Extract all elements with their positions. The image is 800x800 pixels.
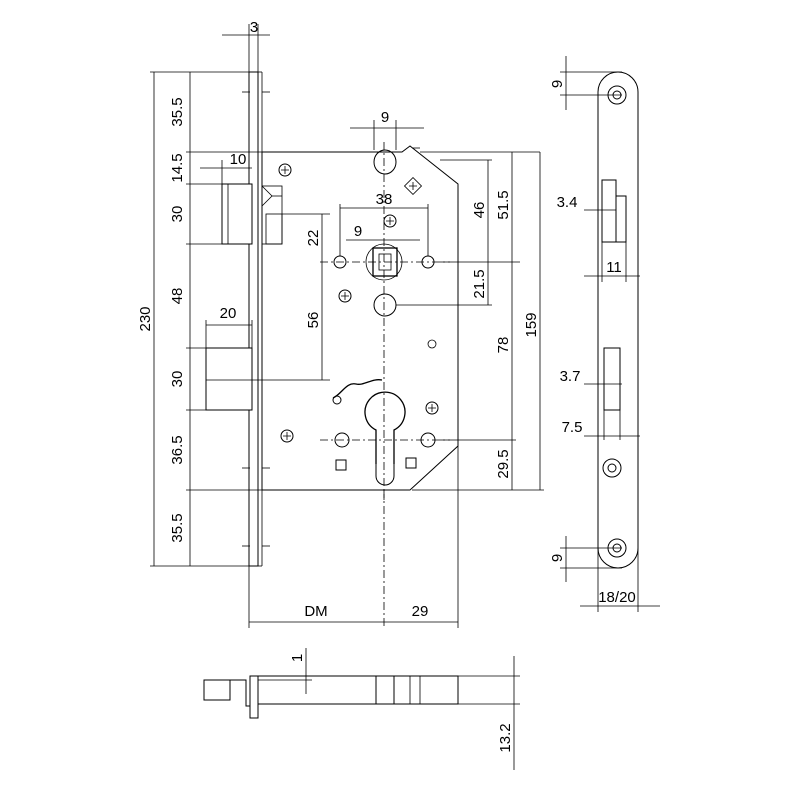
dim-3-7: 3.7 <box>560 368 581 385</box>
dim-35-5-bottom: 35.5 <box>169 513 186 542</box>
latch-bolt <box>221 183 253 245</box>
bottom-dimensions: 1 13.2 <box>258 648 520 770</box>
diamond-pin-icon <box>403 176 423 196</box>
dim-30-latch: 30 <box>169 206 186 223</box>
dead-bolt <box>205 347 253 411</box>
screw-icon <box>278 163 292 177</box>
screw-icon <box>338 289 352 303</box>
dim-7-5: 7.5 <box>562 419 583 436</box>
faceplate-outline <box>597 71 639 569</box>
faceplate-dimensions: 9 3.4 11 3.7 7.5 9 18/20 <box>549 56 660 612</box>
dim-30-bolt: 30 <box>169 371 186 388</box>
bottom-view <box>203 675 459 719</box>
dim-35-5-top: 35.5 <box>169 97 186 126</box>
dim-9-follower: 9 <box>354 223 362 240</box>
dim-56: 56 <box>305 312 322 329</box>
dim-29: 29 <box>412 603 429 620</box>
lower-hole <box>373 293 397 317</box>
dim-78: 78 <box>495 337 512 354</box>
dim-48: 48 <box>169 288 186 305</box>
dim-20: 20 <box>220 305 237 322</box>
dim-10: 10 <box>230 151 247 168</box>
dim-9-side-bottom: 9 <box>549 554 566 562</box>
dim-29-5: 29.5 <box>495 449 512 478</box>
screw-icon <box>280 429 294 443</box>
dim-38: 38 <box>376 191 393 208</box>
front-view <box>205 71 459 628</box>
dim-1: 1 <box>289 654 306 662</box>
dim-21-5: 21.5 <box>471 269 488 298</box>
dim-3-4: 3.4 <box>557 194 578 211</box>
screw-icon <box>383 214 397 228</box>
dim-51-5: 51.5 <box>495 190 512 219</box>
dim-11: 11 <box>606 259 622 276</box>
dim-18-20: 18/20 <box>598 589 636 606</box>
dim-46: 46 <box>471 202 488 219</box>
faceplate <box>248 71 259 567</box>
dim-9-top: 9 <box>381 109 389 126</box>
dim-159: 159 <box>523 312 540 337</box>
top-hole <box>373 149 397 175</box>
dim-dm: DM <box>304 603 327 620</box>
faceplate-side-view <box>597 71 639 569</box>
dim-9-side-top: 9 <box>549 80 566 88</box>
dim-3-top: 3 <box>250 19 258 36</box>
screw-icon <box>425 401 439 415</box>
dim-13-2: 13.2 <box>497 723 514 752</box>
front-dimensions: 3 35.5 14.5 30 48 30 36.5 35.5 230 10 20… <box>137 19 544 628</box>
dim-14-5: 14.5 <box>169 153 186 182</box>
dim-230: 230 <box>137 306 154 331</box>
cylinder-profile <box>364 391 406 464</box>
dim-36-5: 36.5 <box>169 435 186 464</box>
lock-case <box>261 145 459 491</box>
dim-22: 22 <box>305 230 322 247</box>
